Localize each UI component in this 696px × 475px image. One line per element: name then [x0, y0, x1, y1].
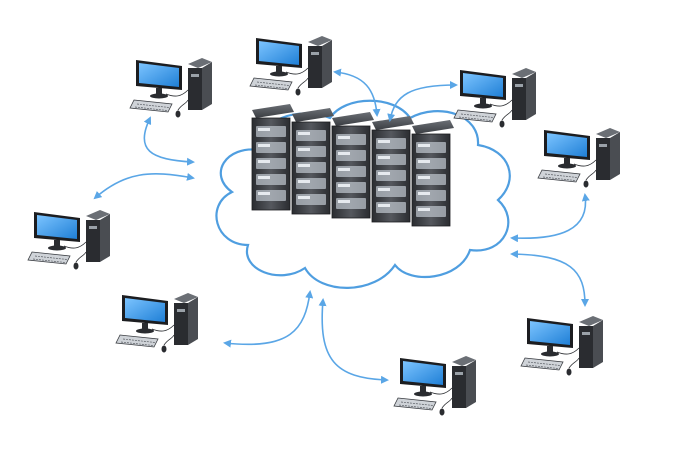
drive-bay — [416, 174, 446, 185]
arrow-bottom-center — [318, 298, 389, 384]
workstation-top-center — [249, 36, 332, 96]
mouse — [161, 345, 167, 353]
drive-bay — [256, 174, 286, 185]
drive-bay — [336, 150, 366, 161]
server-rack — [251, 104, 454, 227]
keyboard — [115, 334, 159, 348]
server-unit — [291, 108, 334, 215]
drive-bay — [336, 166, 366, 177]
tower-front — [512, 78, 526, 120]
keyboard — [520, 357, 564, 371]
drive-bay — [376, 154, 406, 165]
workstation-left-middle — [27, 210, 110, 270]
drive-bay — [376, 170, 406, 181]
monitor-screen — [37, 215, 77, 239]
keyboard — [453, 109, 497, 123]
arrow-bottom-left — [223, 290, 314, 348]
drive-bay — [336, 182, 366, 193]
workstation-bottom-right — [520, 316, 603, 376]
drive-bay — [256, 158, 286, 169]
mouse — [295, 88, 301, 96]
drive-bay — [376, 186, 406, 197]
server-unit — [371, 116, 414, 223]
connection-arrows — [93, 68, 590, 384]
server-unit — [411, 120, 454, 227]
drive-bay — [296, 178, 326, 189]
monitor-screen — [139, 63, 179, 87]
arrow-right-upper — [510, 193, 590, 243]
drive-bay — [296, 162, 326, 173]
drive-bay — [376, 202, 406, 213]
workstation-top-right — [453, 68, 536, 128]
mouse — [583, 180, 589, 188]
drive-bay — [256, 142, 286, 153]
keyboard — [537, 169, 581, 183]
tower-front — [579, 326, 593, 368]
tower-front — [452, 366, 466, 408]
tower-front — [308, 46, 322, 88]
drive-bay — [256, 126, 286, 137]
server-unit — [251, 104, 294, 211]
drive-bay — [256, 190, 286, 201]
monitor-screen — [125, 298, 165, 322]
mouse — [73, 262, 79, 270]
mouse — [439, 408, 445, 416]
arrow-left-middle — [93, 172, 195, 200]
arrow-top-right — [387, 81, 458, 122]
monitor-screen — [403, 361, 443, 385]
drive-bay — [336, 198, 366, 209]
mouse — [566, 368, 572, 376]
arrow-bottom-right — [510, 250, 589, 307]
tower-front — [174, 303, 188, 345]
monitor-screen — [463, 73, 503, 97]
monitor-screen — [530, 321, 570, 345]
workstation-bottom-center — [393, 356, 476, 416]
workstations — [27, 36, 620, 416]
arrow-top-center — [333, 68, 381, 117]
monitor-screen — [547, 133, 587, 157]
drive-bay — [296, 194, 326, 205]
drive-bay — [416, 206, 446, 217]
tower-front — [596, 138, 610, 180]
keyboard — [393, 397, 437, 411]
monitor-screen — [259, 41, 299, 65]
mouse — [175, 110, 181, 118]
drive-bay — [296, 130, 326, 141]
drive-bay — [296, 146, 326, 157]
mouse — [499, 120, 505, 128]
keyboard — [249, 77, 293, 91]
drive-bay — [336, 134, 366, 145]
tower-front — [188, 68, 202, 110]
drive-bay — [416, 142, 446, 153]
drive-bay — [376, 138, 406, 149]
workstation-top-left — [129, 58, 212, 118]
drive-bay — [416, 190, 446, 201]
workstation-right-upper — [537, 128, 620, 188]
tower-front — [86, 220, 100, 262]
cloud-outline — [215, 99, 511, 289]
workstation-bottom-left — [115, 293, 198, 353]
keyboard — [27, 251, 71, 265]
arrow-top-left — [143, 116, 195, 166]
drive-bay — [416, 158, 446, 169]
server-unit — [331, 112, 374, 219]
keyboard — [129, 99, 173, 113]
